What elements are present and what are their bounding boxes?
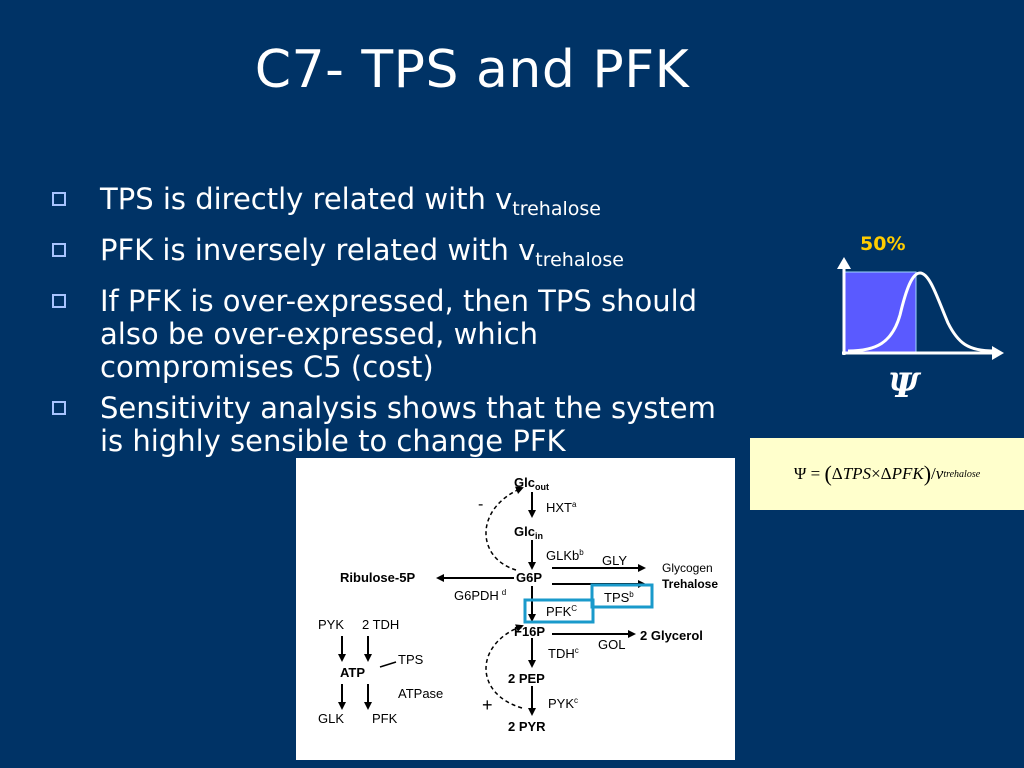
product-glycogen: Glycogen — [662, 561, 713, 575]
atp-consumer-atpase: ATPase — [398, 686, 443, 701]
enzyme-gly: GLY — [602, 553, 627, 568]
feedback-arc-plus — [485, 624, 524, 709]
psi-symbol: Ψ — [888, 366, 920, 406]
formula-close-paren: ) — [923, 461, 932, 486]
enzyme-tdh: TDHc — [548, 646, 579, 661]
enzyme-gol: GOL — [598, 637, 625, 652]
square-bullet-icon — [52, 294, 66, 308]
arrow-atp-tps — [379, 661, 397, 668]
node-f16p: F16P — [514, 624, 545, 639]
bullet-subscript: trehalose — [535, 249, 624, 271]
formula-psi: Ψ — [793, 464, 807, 483]
enzyme-pyk: PYKc — [548, 696, 578, 711]
sign-minus: - — [478, 496, 483, 513]
bell-curve-line — [847, 271, 995, 353]
atp-consumer-tps: TPS — [398, 652, 424, 667]
atp-node: ATP — [340, 665, 365, 680]
formula-pfk: PFK — [891, 464, 924, 483]
enzyme-hxt: HXTa — [546, 500, 577, 515]
bullet-list: TPS is directly related with vtrehalose … — [46, 183, 726, 466]
enzyme-pfk: PFKC — [546, 604, 577, 619]
square-bullet-icon — [52, 401, 66, 415]
sensitivity-curve — [837, 257, 1004, 360]
bullet-text: Sensitivity analysis shows that the syst… — [100, 391, 716, 458]
product-glycerol: 2 Glycerol — [640, 628, 703, 643]
bullet-text: TPS is directly related with v — [100, 182, 513, 216]
node-glc-out: Glcout — [514, 475, 549, 492]
atp-consumer-glk: GLK — [318, 711, 344, 726]
formula-subscript: trehalose — [943, 468, 981, 480]
sign-plus: + — [482, 695, 493, 715]
pathway-diagram: Glcout HXTa - Glcin GLKbb GLY Glycogen T… — [296, 458, 735, 760]
slide-title: C7- TPS and PFK — [254, 40, 690, 100]
node-glc-in: Glcin — [514, 524, 543, 541]
formula-times: × — [871, 464, 881, 483]
curve-percent-label: 50% — [860, 233, 906, 255]
bullet-item: TPS is directly related with vtrehalose — [46, 183, 726, 226]
atp-producer-pyk: PYK — [318, 617, 344, 632]
formula-v: v — [935, 464, 944, 483]
node-pyr: 2 PYR — [508, 719, 546, 734]
product-trehalose: Trehalose — [662, 577, 718, 591]
enzyme-tps: TPSb — [604, 590, 634, 605]
node-g6p: G6P — [516, 570, 542, 585]
feedback-arc-minus — [485, 486, 524, 571]
node-ribulose: Ribulose-5P — [340, 570, 415, 585]
enzyme-glkb: GLKbb — [546, 548, 584, 563]
bullet-text: PFK is inversely related with v — [100, 233, 536, 267]
curve-filled-area — [843, 271, 917, 354]
atp-producer-tdh: 2 TDH — [362, 617, 399, 632]
pfk-highlight-box — [523, 598, 595, 624]
x-axis-arrow-icon — [992, 346, 1004, 360]
square-bullet-icon — [52, 192, 66, 206]
tps-highlight-box — [590, 583, 654, 609]
formula-delta: Δ — [831, 464, 843, 483]
bullet-text: If PFK is over-expressed, then TPS shoul… — [100, 284, 698, 384]
atp-consumer-pfk: PFK — [372, 711, 398, 726]
bullet-item: If PFK is over-expressed, then TPS shoul… — [46, 285, 726, 384]
bullet-item: PFK is inversely related with vtrehalose — [46, 234, 726, 277]
bullet-item: Sensitivity analysis shows that the syst… — [46, 392, 726, 458]
square-bullet-icon — [52, 243, 66, 257]
y-axis-arrow-icon — [837, 257, 851, 269]
formula-slash: / — [931, 464, 936, 483]
formula-tps: TPS — [842, 464, 872, 483]
bullet-subscript: trehalose — [512, 198, 601, 220]
formula-equals: = — [810, 464, 821, 483]
formula-delta: Δ — [880, 464, 892, 483]
node-pep: 2 PEP — [508, 671, 545, 686]
formula-open-paren: ( — [824, 461, 832, 486]
